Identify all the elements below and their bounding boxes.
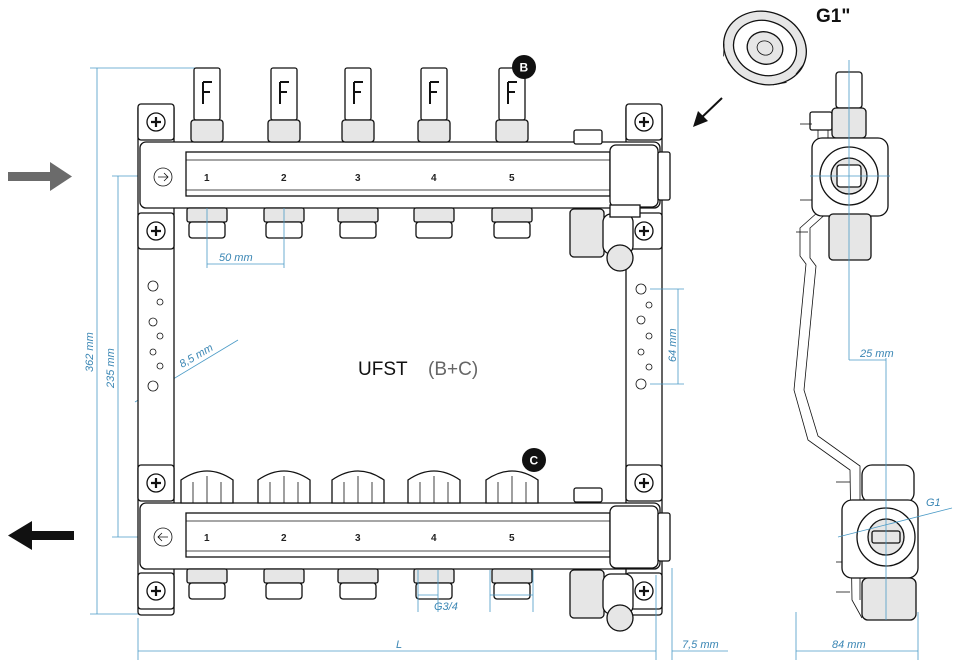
flow-meter-icon (495, 67, 529, 143)
dim-25-label: 25 mm (859, 348, 894, 360)
outlet-fitting-icon (337, 207, 379, 239)
flow-meter-icon (341, 67, 375, 143)
product-title: UFST (358, 359, 408, 380)
valve-cap-icon (257, 470, 311, 504)
outlet-fitting-icon (491, 568, 533, 600)
port-number: 5 (509, 173, 515, 184)
screw-icon (146, 581, 166, 601)
valve-cap-icon (407, 470, 461, 504)
port-number: 5 (509, 533, 515, 544)
flow-meter-icon (190, 67, 224, 143)
dim-84-label: 84 mm (832, 639, 866, 651)
supply-outlets (186, 207, 533, 239)
port-number: 1 (204, 173, 210, 184)
dim-g1-side-label: G1 (926, 497, 941, 509)
return-arrow (8, 521, 74, 550)
outlet-fitting-icon (337, 568, 379, 600)
port-number: 1 (204, 533, 210, 544)
screw-icon (146, 112, 166, 132)
valve-caps (180, 470, 539, 504)
badge-c: C (522, 448, 546, 472)
supply-arrow (8, 162, 72, 191)
outlet-fitting-icon (263, 568, 305, 600)
side-view: G1 25 mm 84 mm (793, 60, 953, 660)
screw-icon (634, 473, 654, 493)
dim-length-label: L (396, 639, 402, 651)
dimension-64: 64 mm (650, 288, 684, 385)
valve-cap-icon (180, 470, 234, 504)
dimension-50: 50 mm (206, 208, 285, 268)
dim-235-label: 235 mm (105, 348, 117, 389)
return-port-numbers: 1 2 3 4 5 (204, 533, 515, 544)
return-end-fittings (569, 487, 634, 632)
screw-icon (146, 473, 166, 493)
port-number: 3 (355, 533, 361, 544)
dim-end-offset-label: 7,5 mm (682, 639, 719, 651)
port-number: 2 (281, 173, 287, 184)
dimension-235: 235 mm (105, 175, 160, 538)
dimension-length: L 7,5 mm (137, 568, 728, 660)
outlet-fitting-icon (413, 568, 455, 600)
product-subtitle: (B+C) (428, 359, 478, 380)
dim-g34-label: G3/4 (434, 601, 458, 613)
valve-cap-icon (331, 470, 385, 504)
badge-c-label: C (530, 454, 539, 468)
g1-label: G1" (816, 6, 850, 27)
dim-64-label: 64 mm (667, 328, 679, 362)
dim-8-5-label: 8,5 mm (178, 342, 216, 371)
badge-b-label: B (520, 61, 529, 75)
flow-meters (190, 67, 529, 143)
badge-b: B (512, 55, 536, 79)
supply-bar (139, 141, 671, 209)
flow-meter-icon (417, 67, 451, 143)
return-outlets (186, 568, 533, 600)
dim-50-label: 50 mm (219, 252, 253, 264)
supply-port-numbers: 1 2 3 4 5 (204, 173, 515, 184)
dim-362-label: 362 mm (84, 332, 96, 372)
outlet-fitting-icon (186, 568, 228, 600)
screw-icon (634, 112, 654, 132)
dimension-362: 362 mm (84, 67, 200, 615)
port-number: 2 (281, 533, 287, 544)
port-number: 4 (431, 173, 437, 184)
valve-cap-icon (485, 470, 539, 504)
dimension-g34: G3/4 (417, 570, 534, 613)
supply-end-fittings (569, 129, 641, 272)
screw-icon (146, 221, 166, 241)
return-bar (139, 502, 671, 570)
port-number: 4 (431, 533, 437, 544)
flow-meter-icon (267, 67, 301, 143)
screw-icon (634, 221, 654, 241)
outlet-fitting-icon (491, 207, 533, 239)
outlet-fitting-icon (413, 207, 455, 239)
screw-icon (634, 581, 654, 601)
mounting-screws (146, 112, 654, 601)
end-cap-detail: G1" (693, 6, 850, 127)
port-number: 3 (355, 173, 361, 184)
